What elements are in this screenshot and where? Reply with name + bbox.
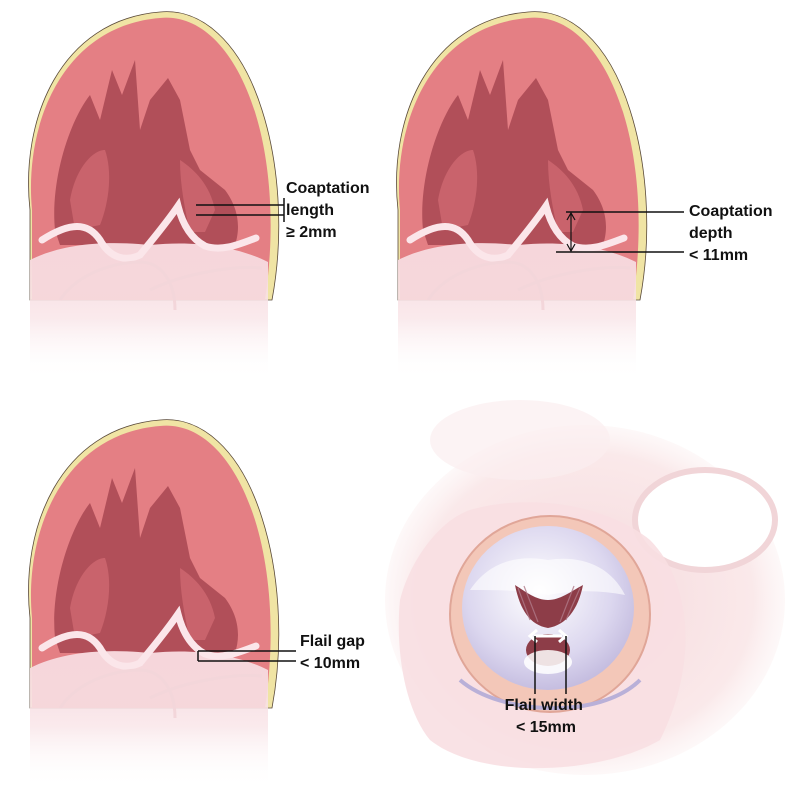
panel-flail-gap: Flail gap < 10mm [29, 420, 370, 787]
panel-coaptation-length: Coaptation length ≥ 2mm [29, 12, 374, 380]
coaptation-depth-label: Coaptation depth < 11mm [689, 203, 777, 264]
coaptation-length-label: Coaptation length ≥ 2mm [286, 180, 374, 241]
panel-flail-width: Flail width < 15mm [385, 400, 785, 775]
panel-coaptation-depth: Coaptation depth < 11mm [397, 12, 777, 380]
flail-gap-label: Flail gap < 10mm [300, 633, 369, 672]
